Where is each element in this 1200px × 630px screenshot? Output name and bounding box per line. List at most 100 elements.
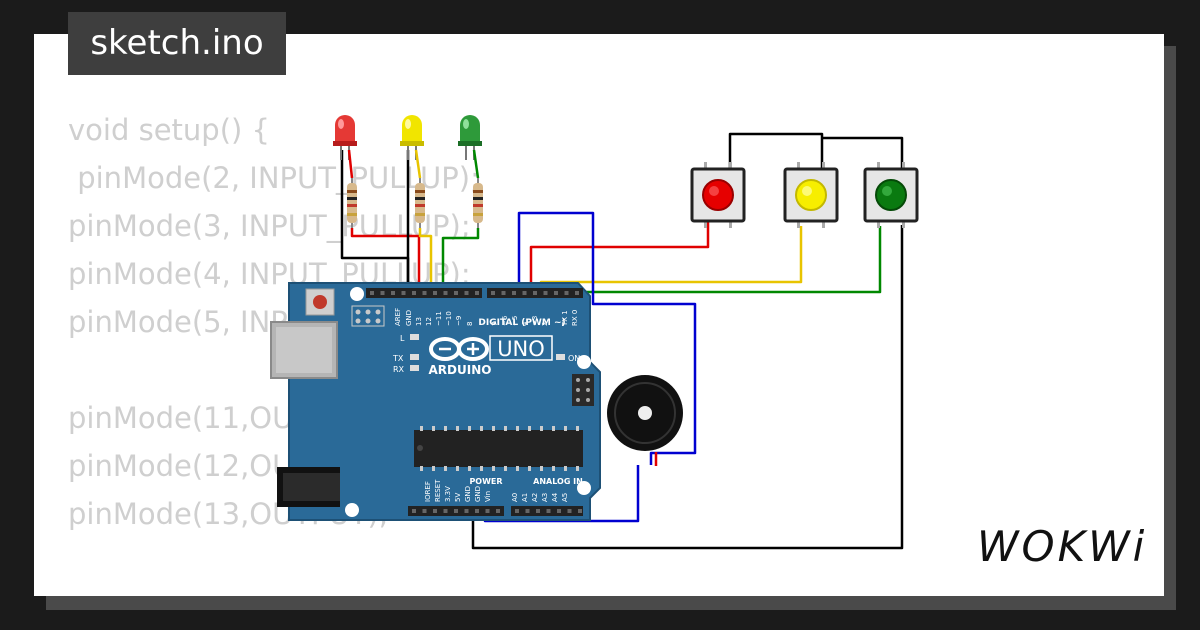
pin-label: A1 bbox=[521, 493, 529, 502]
pin-label: 13 bbox=[415, 317, 423, 326]
button-green[interactable] bbox=[863, 162, 919, 228]
header-pin[interactable] bbox=[567, 509, 572, 513]
pin-label: 4 bbox=[521, 321, 529, 326]
wire-led-red-resistor bbox=[350, 228, 421, 297]
pin-label: 5V bbox=[454, 493, 462, 502]
code-line: } bbox=[68, 586, 480, 596]
buzzer[interactable] bbox=[607, 375, 683, 451]
header-pin[interactable] bbox=[501, 291, 506, 295]
atmega-chip bbox=[414, 430, 583, 467]
pin-label: RESET bbox=[434, 479, 442, 502]
header-pin[interactable] bbox=[485, 509, 490, 513]
header-pin[interactable] bbox=[454, 509, 458, 513]
header-pin[interactable] bbox=[554, 291, 558, 295]
pin-label: 12 bbox=[425, 317, 433, 326]
header-pin[interactable] bbox=[522, 291, 527, 295]
header-pin[interactable] bbox=[512, 291, 516, 295]
pin-label: 2 bbox=[541, 322, 549, 326]
header-pin[interactable] bbox=[422, 509, 427, 513]
header-pin[interactable] bbox=[464, 509, 469, 513]
pin-label: A5 bbox=[561, 493, 569, 502]
pin-label: Vin bbox=[484, 491, 492, 502]
header-pin[interactable] bbox=[422, 291, 427, 295]
analog-label: ANALOG IN bbox=[533, 477, 583, 486]
header-pin[interactable] bbox=[543, 291, 548, 295]
board-brand: ARDUINO bbox=[429, 363, 492, 377]
header-pin[interactable] bbox=[578, 509, 582, 513]
pin-label: 7 bbox=[491, 322, 499, 326]
power-label: POWER bbox=[469, 477, 502, 486]
wire-button-green bbox=[549, 226, 882, 295]
pin-label: ~9 bbox=[455, 316, 463, 326]
header-pin[interactable] bbox=[546, 509, 551, 513]
arduino-infinity-logo bbox=[429, 337, 489, 361]
l-label: L bbox=[400, 334, 405, 343]
header-pin[interactable] bbox=[475, 509, 479, 513]
wire-led-green-resistor bbox=[441, 228, 480, 297]
wire-led-yellow-resistor bbox=[418, 228, 433, 297]
header-pin[interactable] bbox=[464, 291, 469, 295]
button-yellow[interactable] bbox=[783, 162, 839, 228]
header-pin[interactable] bbox=[496, 509, 500, 513]
button-red[interactable] bbox=[690, 162, 746, 228]
pin-label: A2 bbox=[531, 493, 539, 502]
header-pin[interactable] bbox=[475, 291, 479, 295]
board-name: UNO bbox=[497, 337, 545, 361]
file-tab[interactable]: sketch.ino bbox=[68, 12, 286, 75]
on-label: ON bbox=[568, 354, 580, 363]
wire-button-common-2 bbox=[822, 136, 904, 170]
header-pin[interactable] bbox=[515, 509, 519, 513]
rx-label: RX bbox=[393, 365, 405, 374]
pin-label: 8 bbox=[466, 322, 474, 326]
pin-label: A4 bbox=[551, 492, 559, 502]
code-line: void setup() { bbox=[68, 113, 270, 147]
header-pin[interactable] bbox=[433, 509, 437, 513]
header-pin[interactable] bbox=[433, 291, 437, 295]
pin-label: RX 0 bbox=[571, 310, 579, 326]
header-pin[interactable] bbox=[533, 291, 537, 295]
header-pin[interactable] bbox=[443, 509, 448, 513]
code-line: pinMode(2, INPUT_PULLUP); bbox=[68, 161, 480, 195]
led-red[interactable] bbox=[333, 115, 357, 160]
resistor-yellow[interactable] bbox=[415, 178, 425, 228]
pin-label: ~3 bbox=[531, 316, 539, 326]
header-pin[interactable] bbox=[443, 291, 448, 295]
header-pin[interactable] bbox=[412, 509, 416, 513]
resistor-red[interactable] bbox=[347, 178, 357, 228]
header-pin[interactable] bbox=[575, 291, 579, 295]
preview-card: void setup() { pinMode(2, INPUT_PULLUP);… bbox=[34, 34, 1164, 596]
code-background: void setup() { pinMode(2, INPUT_PULLUP);… bbox=[68, 106, 480, 596]
pin-label: ~11 bbox=[435, 311, 443, 326]
resistor-green[interactable] bbox=[473, 178, 483, 228]
arduino-uno-board[interactable]: UNO ARDUINO DIGITAL (PWM ~) POWER ANALOG… bbox=[270, 282, 601, 521]
header-pin[interactable] bbox=[370, 291, 374, 295]
header-pin[interactable] bbox=[536, 509, 540, 513]
header-pin[interactable] bbox=[401, 291, 406, 295]
pin-label: ~5 bbox=[511, 316, 519, 326]
header-pin[interactable] bbox=[564, 291, 569, 295]
wire-button-common bbox=[728, 132, 824, 170]
wire-button-red bbox=[529, 222, 710, 295]
tx-label: TX bbox=[392, 354, 404, 363]
pin-label: ~10 bbox=[445, 311, 453, 326]
pin-label: GND bbox=[474, 486, 482, 502]
header-pin[interactable] bbox=[380, 291, 385, 295]
digital-label: DIGITAL (PWM ~) bbox=[478, 318, 565, 328]
header-pin[interactable] bbox=[525, 509, 530, 513]
led-green[interactable] bbox=[458, 115, 482, 160]
header-pin[interactable] bbox=[412, 291, 416, 295]
header-pin[interactable] bbox=[491, 291, 495, 295]
header-pin[interactable] bbox=[557, 509, 561, 513]
pin-label: TX 1 bbox=[561, 310, 569, 327]
header-pin[interactable] bbox=[454, 291, 458, 295]
wire-gnd-buttons bbox=[471, 225, 904, 550]
pin-label: A0 bbox=[511, 493, 519, 502]
header-pin-dots bbox=[370, 291, 582, 513]
pin-label: GND bbox=[464, 486, 472, 502]
header-pin[interactable] bbox=[391, 291, 395, 295]
led-yellow[interactable] bbox=[400, 115, 424, 160]
code-line: pinMode(3, INPUT_PULLUP); bbox=[68, 209, 471, 243]
